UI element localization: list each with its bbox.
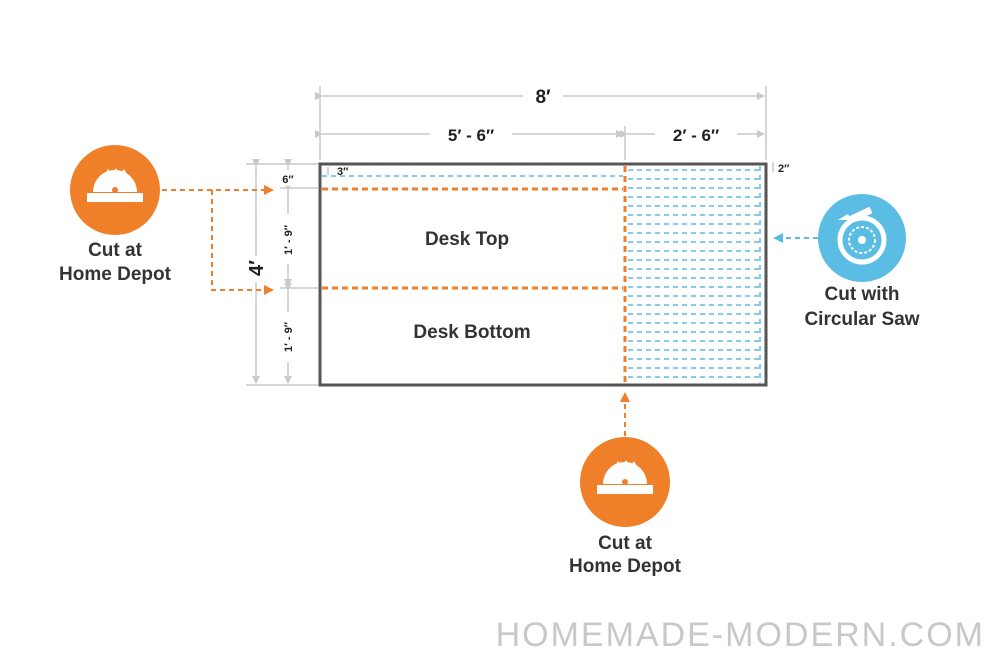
desk-top-label: Desk Top bbox=[425, 229, 509, 250]
desk-bottom-label: Desk Bottom bbox=[413, 322, 530, 343]
callout-left: Cut at Home Depot bbox=[59, 145, 172, 285]
sheet-outline bbox=[318, 162, 768, 387]
callout-right-line2: Circular Saw bbox=[804, 309, 919, 330]
section-b-width-label: 2′ - 6″ bbox=[673, 126, 719, 145]
callout-bottom: Cut at Home Depot bbox=[569, 437, 682, 577]
edge-strip-left-dim: 3″ bbox=[327, 166, 349, 178]
watermark: HOMEMADE-MODERN.COM bbox=[496, 616, 985, 654]
section-a-width-label: 5′ - 6″ bbox=[448, 126, 494, 145]
top-strip-label: 6″ bbox=[282, 174, 294, 186]
svg-text:3″: 3″ bbox=[337, 166, 349, 178]
dimension-total-width: 8′ bbox=[315, 84, 767, 160]
circular-saw-cut-lines bbox=[322, 166, 762, 383]
home-depot-cut-lines bbox=[322, 166, 627, 383]
table-saw-icon bbox=[580, 437, 670, 527]
callout-left-line1: Cut at bbox=[88, 240, 143, 261]
callout-right-line1: Cut with bbox=[825, 284, 900, 305]
total-width-label: 8′ bbox=[535, 87, 551, 108]
callout-right: Cut with Circular Saw bbox=[804, 194, 920, 330]
table-saw-icon bbox=[70, 145, 160, 235]
desk-bottom-height-label: 1′ - 9″ bbox=[283, 321, 295, 352]
dimension-heights: 4′ 6″ 1′ - 9″ 1′ - 9″ bbox=[244, 159, 318, 386]
dimension-section-widths: 5′ - 6″ 2′ - 6″ bbox=[315, 122, 765, 160]
callout-left-line2: Home Depot bbox=[59, 264, 172, 285]
svg-text:2″: 2″ bbox=[778, 163, 790, 175]
plywood-sheet: 3″ 2″ Desk Top Desk Bottom bbox=[318, 162, 790, 387]
circular-saw-icon bbox=[818, 194, 906, 282]
total-height-label: 4′ bbox=[246, 260, 268, 276]
desk-top-height-label: 1′ - 9″ bbox=[283, 224, 295, 255]
callout-bottom-line2: Home Depot bbox=[569, 556, 682, 577]
edge-strip-right-dim: 2″ bbox=[772, 162, 790, 175]
callout-bottom-line1: Cut at bbox=[598, 533, 653, 554]
left-callout-arrows bbox=[162, 185, 274, 295]
